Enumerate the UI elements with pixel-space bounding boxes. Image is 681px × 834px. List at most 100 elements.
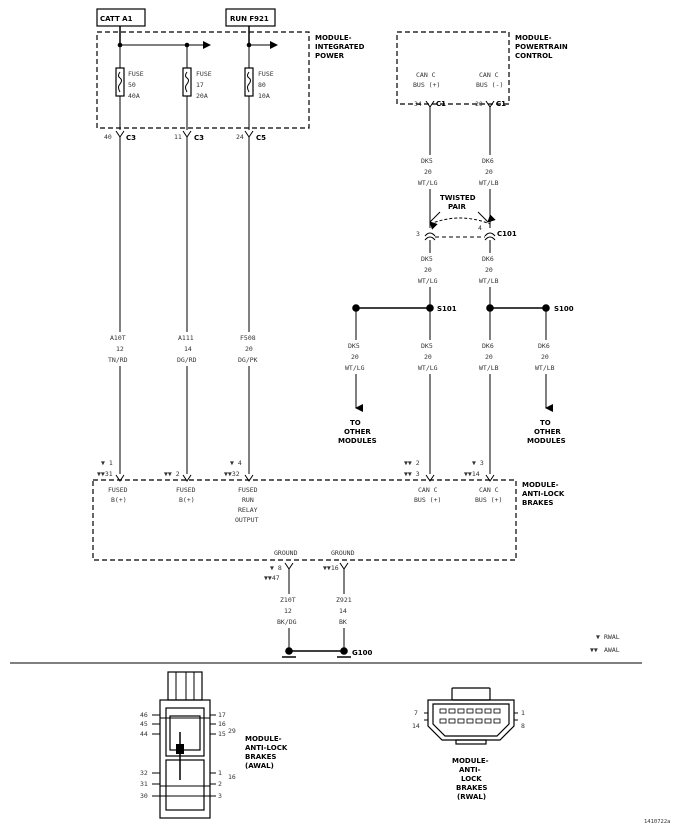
abs-pin-can-plus: ▼▼ 2 ▼▼ 3 CAN C BUS (+): [404, 459, 441, 504]
svg-text:WT/LG: WT/LG: [418, 179, 438, 187]
svg-text:DK5: DK5: [348, 342, 360, 350]
svg-text:B(+): B(+): [179, 496, 195, 504]
svg-text:INTEGRATED: INTEGRATED: [315, 43, 365, 51]
fuse-50: FUSE 50 40A: [115, 45, 144, 130]
abs-pin-4: ▼ 4 ▼▼32 FUSED RUN RELAY OUTPUT: [224, 459, 259, 524]
svg-text:OTHER: OTHER: [344, 428, 371, 436]
svg-text:DG/PK: DG/PK: [238, 356, 258, 364]
svg-text:20: 20: [485, 168, 493, 176]
svg-text:14: 14: [184, 345, 192, 353]
fuse-80: FUSE 80 10A: [244, 45, 274, 130]
svg-text:C3: C3: [194, 134, 204, 142]
svg-text:C3: C3: [126, 134, 136, 142]
svg-text:CAN C: CAN C: [479, 71, 499, 79]
svg-text:MODULES: MODULES: [527, 437, 566, 445]
powertrain-control-module: [396, 31, 510, 105]
svg-text:▼▼ 2: ▼▼ 2: [164, 470, 180, 478]
svg-text:12: 12: [284, 607, 292, 615]
svg-text:DK6: DK6: [482, 342, 494, 350]
powertrain-title: MODULE- POWERTRAIN CONTROL: [515, 34, 568, 60]
svg-text:▼▼: ▼▼: [590, 646, 598, 654]
svg-text:40: 40: [104, 133, 112, 141]
svg-text:45: 45: [140, 720, 148, 728]
fuse-connector-pins: 40 C3 11 C3 24 C5: [104, 130, 266, 142]
svg-text:4: 4: [478, 224, 482, 232]
svg-text:GROUND: GROUND: [331, 549, 355, 557]
svg-text:WT/LB: WT/LB: [479, 364, 499, 372]
svg-text:OTHER: OTHER: [534, 428, 561, 436]
integrated-power-module: [96, 31, 310, 129]
svg-text:BK: BK: [339, 618, 347, 626]
svg-text:▼▼31: ▼▼31: [97, 470, 113, 478]
svg-text:WT/LG: WT/LG: [345, 364, 365, 372]
svg-text:DK5: DK5: [421, 342, 433, 350]
svg-text:BUS (-): BUS (-): [476, 81, 503, 89]
svg-text:▼ 8: ▼ 8: [270, 564, 282, 572]
svg-text:MODULE-: MODULE-: [522, 481, 559, 489]
svg-text:8: 8: [521, 722, 525, 730]
svg-text:1: 1: [521, 709, 525, 717]
svg-text:DK5: DK5: [421, 255, 433, 263]
svg-text:CAN C: CAN C: [479, 486, 499, 494]
svg-text:BRAKES: BRAKES: [456, 784, 487, 792]
svg-text:11: 11: [174, 133, 182, 141]
svg-text:FUSED: FUSED: [108, 486, 128, 494]
svg-text:A10T: A10T: [110, 334, 126, 342]
svg-text:RWAL: RWAL: [604, 633, 620, 641]
svg-text:BUS (+): BUS (+): [414, 496, 441, 504]
splice-s101: S101: [352, 304, 457, 313]
fuse-17: FUSE 17 20A: [182, 45, 212, 130]
svg-text:31: 31: [140, 780, 148, 788]
svg-text:RELAY: RELAY: [238, 506, 258, 514]
svg-text:CAN C: CAN C: [416, 71, 436, 79]
svg-text:14: 14: [339, 607, 347, 615]
anti-lock-brakes-module: [92, 479, 517, 561]
svg-text:BRAKES: BRAKES: [245, 753, 276, 761]
svg-text:20: 20: [424, 266, 432, 274]
svg-text:S100: S100: [554, 305, 574, 313]
ground-wire-labels: Z10T 12 BK/DG Z921 14 BK: [277, 596, 352, 626]
svg-text:DG/RD: DG/RD: [177, 356, 197, 364]
lower-can-wire-labels: DK5 20 WT/LG DK6 20 WT/LB: [418, 255, 499, 285]
svg-text:FUSED: FUSED: [176, 486, 196, 494]
svg-text:C1: C1: [496, 100, 506, 108]
svg-text:G100: G100: [352, 649, 372, 657]
svg-text:20: 20: [424, 168, 432, 176]
svg-text:16: 16: [228, 773, 236, 781]
svg-text:DK6: DK6: [482, 157, 494, 165]
svg-text:FUSE: FUSE: [258, 70, 274, 78]
svg-text:Z10T: Z10T: [280, 596, 296, 604]
svg-text:FUSE: FUSE: [196, 70, 212, 78]
abs-title: MODULE- ANTI-LOCK BRAKES: [522, 481, 565, 507]
svg-text:44: 44: [140, 730, 148, 738]
run-label: RUN F921: [230, 15, 269, 23]
svg-text:20: 20: [424, 353, 432, 361]
svg-text:TO: TO: [350, 419, 361, 427]
svg-text:DK6: DK6: [482, 255, 494, 263]
svg-text:46: 46: [140, 711, 148, 719]
integrated-power-title: MODULE- INTEGRATED POWER: [315, 34, 365, 60]
svg-text:20: 20: [485, 266, 493, 274]
battery-label-box: CATT A1: [96, 8, 146, 27]
splice-s100: S100: [486, 304, 574, 313]
svg-text:WT/LG: WT/LG: [418, 277, 438, 285]
svg-text:10A: 10A: [258, 92, 270, 100]
svg-text:24: 24: [236, 133, 244, 141]
svg-text:12: 12: [116, 345, 124, 353]
twisted-pair: TWISTED PAIR: [429, 194, 496, 230]
svg-text:15: 15: [218, 730, 226, 738]
abs-pin-can-minus: ▼ 3 ▼▼14 CAN C BUS (+): [464, 459, 502, 504]
connector-awal-title: MODULE- ANTI-LOCK BRAKES (AWAL): [245, 735, 288, 770]
svg-text:▼ 1: ▼ 1: [101, 459, 113, 467]
svg-text:20: 20: [485, 353, 493, 361]
run-label-box: RUN F921: [225, 8, 276, 27]
svg-text:ANTI-LOCK: ANTI-LOCK: [245, 744, 288, 752]
svg-text:▼ 3: ▼ 3: [472, 459, 484, 467]
svg-text:20: 20: [245, 345, 253, 353]
pcm-pins: CAN C BUS (+) CAN C BUS (-) 34 C1 20 C1: [413, 71, 506, 108]
connector-rwal-title: MODULE- ANTI- LOCK BRAKES (RWAL): [452, 757, 489, 801]
svg-text:F508: F508: [240, 334, 256, 342]
svg-text:LOCK: LOCK: [461, 775, 482, 783]
svg-text:Z921: Z921: [336, 596, 352, 604]
battery-label: CATT A1: [100, 15, 133, 23]
